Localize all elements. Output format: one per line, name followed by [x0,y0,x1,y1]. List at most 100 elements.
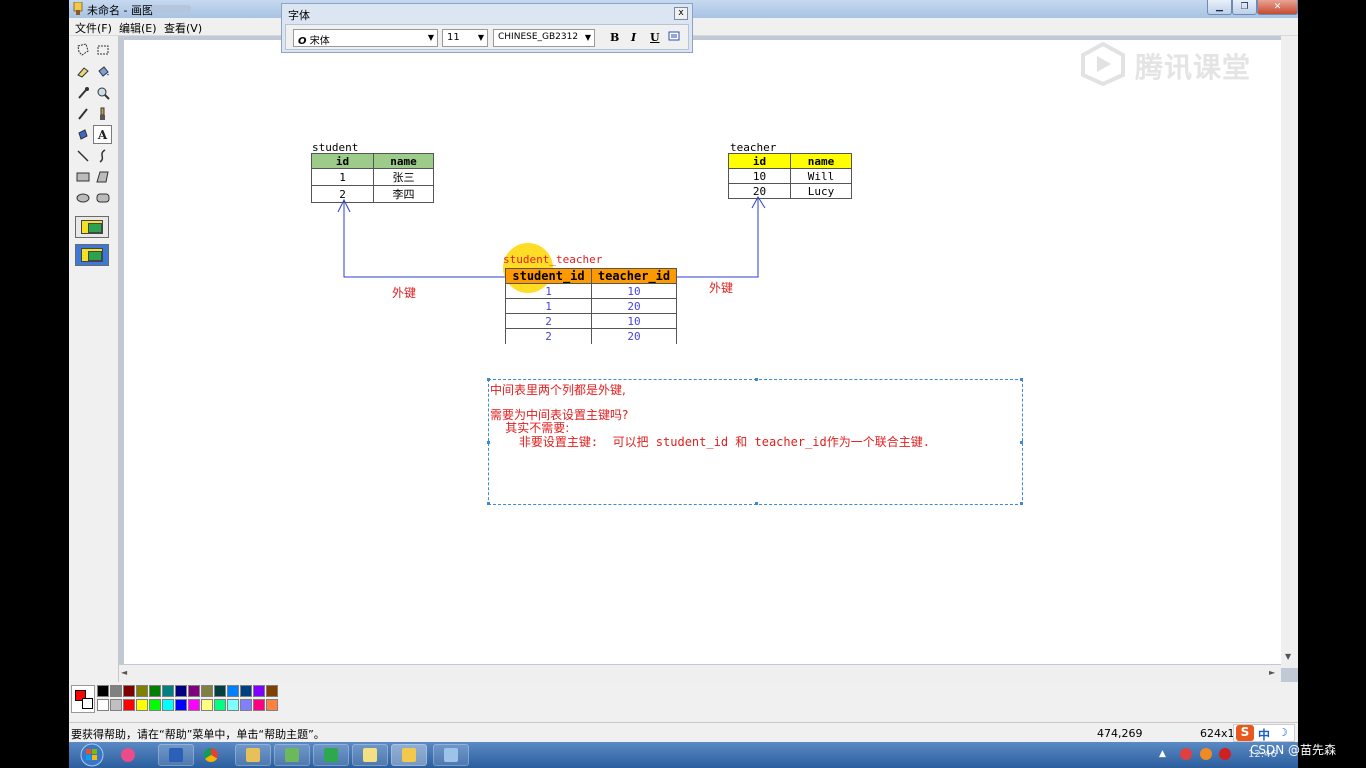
italic-button[interactable]: I [631,31,637,44]
minimize-button[interactable]: ▁ [1207,0,1232,15]
color-swatch[interactable] [136,685,148,697]
color-swatch[interactable] [214,699,226,711]
fk-line-student [343,200,505,278]
color-swatch[interactable] [188,685,200,697]
word-task-icon[interactable] [158,744,194,766]
color-swatch[interactable] [97,699,109,711]
maximize-button[interactable]: ❐ [1232,0,1257,15]
color-swatch[interactable] [162,699,174,711]
explorer-task-icon[interactable] [235,744,271,766]
menu-edit[interactable]: 编辑(E) [119,22,157,35]
resize-handle[interactable] [487,378,490,381]
cursor-coordinates: 474,269 [1097,727,1143,740]
color-swatch[interactable] [175,699,187,711]
resize-handle[interactable] [487,441,490,444]
color-swatch[interactable] [214,685,226,697]
pencil-icon[interactable] [73,104,92,123]
color-swatch[interactable] [110,699,122,711]
polygon-tool-icon[interactable] [93,167,112,186]
color-picker-icon[interactable] [73,83,92,102]
free-select-icon[interactable] [73,40,92,59]
clock[interactable]: 12:46 [1248,749,1277,760]
menu-view[interactable]: 查看(V) [164,22,203,35]
transparent-option-icon[interactable] [75,244,109,266]
curve-tool-icon[interactable] [93,146,112,165]
color-swatch[interactable] [266,699,278,711]
notepad-task-icon[interactable] [352,744,388,766]
color-swatch[interactable] [253,685,265,697]
color-swatch[interactable] [110,685,122,697]
student-cell: 李四 [373,185,434,203]
brush-icon[interactable] [93,104,112,123]
app-task-icon[interactable] [274,744,310,766]
color-swatch[interactable] [162,685,174,697]
line-tool-icon[interactable] [73,146,92,165]
eraser-icon[interactable] [73,62,92,81]
tray-expand-icon[interactable]: ▲ [1159,749,1166,759]
paint-task-icon[interactable] [391,744,427,766]
windows-start-icon[interactable] [77,742,107,768]
vertical-text-icon[interactable] [668,30,680,45]
resize-handle[interactable] [1020,502,1023,505]
color-swatch[interactable] [240,699,252,711]
title-blur [151,5,191,13]
text-tool-icon[interactable]: A [93,125,112,144]
color-swatch[interactable] [149,685,161,697]
fill-bucket-icon[interactable] [93,62,112,81]
rect-select-icon[interactable] [93,40,112,59]
color-swatch[interactable] [123,699,135,711]
font-dialog-close-button[interactable]: x [674,7,688,20]
color-swatch[interactable] [253,699,265,711]
horizontal-scrollbar[interactable]: ◄► [119,665,1281,682]
color-swatch[interactable] [227,685,239,697]
vertical-scrollbar[interactable]: ▼ [1281,36,1298,668]
color-swatch[interactable] [175,685,187,697]
st-cell: 10 [591,313,677,329]
current-colors[interactable] [71,685,95,713]
color-swatch[interactable] [201,699,213,711]
chrome-icon[interactable] [197,744,225,766]
resize-handle[interactable] [1020,441,1023,444]
resize-handle[interactable] [755,502,758,505]
drawing-canvas[interactable]: 腾讯课堂 student id name 1 张三 [124,40,1281,664]
color-swatch[interactable] [201,685,213,697]
ime-toolbar[interactable]: S 中 ☽ [1233,724,1295,742]
sogou-task-icon[interactable] [313,744,349,766]
charset-select[interactable]: CHINESE_GB2312 ▼ [493,29,595,47]
background-color[interactable] [82,698,93,709]
bold-button[interactable]: B [610,31,620,44]
airbrush-icon[interactable] [73,125,92,144]
tray-search-icon[interactable] [1200,748,1212,760]
color-swatch[interactable] [149,699,161,711]
window-task-icon[interactable] [433,744,469,766]
resize-handle[interactable] [1020,378,1023,381]
resize-handle[interactable] [487,502,490,505]
color-swatch[interactable] [227,699,239,711]
color-swatch[interactable] [188,699,200,711]
color-swatch[interactable] [123,685,135,697]
rounded-rect-tool-icon[interactable] [93,188,112,207]
pinwheel-icon[interactable] [116,744,140,766]
tray-app-icon[interactable] [1180,748,1192,760]
magnifier-icon[interactable] [93,83,112,102]
color-swatch[interactable] [240,685,252,697]
font-size-select[interactable]: 11 ▼ [442,29,488,47]
color-swatch[interactable] [97,685,109,697]
underline-button[interactable]: U [650,31,660,44]
font-name-select[interactable]: O 宋体 ▼ [293,29,438,47]
opaque-option-icon[interactable] [75,216,109,238]
ime-language[interactable]: 中 [1258,728,1271,742]
ellipse-tool-icon[interactable] [73,188,92,207]
tencent-classroom-logo-icon [1081,42,1125,86]
volume-icon[interactable] [1219,748,1231,760]
rectangle-tool-icon[interactable] [73,167,92,186]
foreground-color[interactable] [75,690,86,701]
moon-icon[interactable]: ☽ [1278,726,1288,739]
sogou-ime-icon[interactable]: S [1236,725,1254,741]
color-swatch[interactable] [266,685,278,697]
color-swatch[interactable] [136,699,148,711]
resize-handle[interactable] [755,378,758,381]
close-button[interactable]: ✕ [1257,0,1298,15]
text-box-selection[interactable]: 中间表里两个列都是外键, 需要为中间表设置主键吗? 其实不需要: 非要设置主键:… [487,378,1023,505]
menu-file[interactable]: 文件(F) [75,22,112,35]
